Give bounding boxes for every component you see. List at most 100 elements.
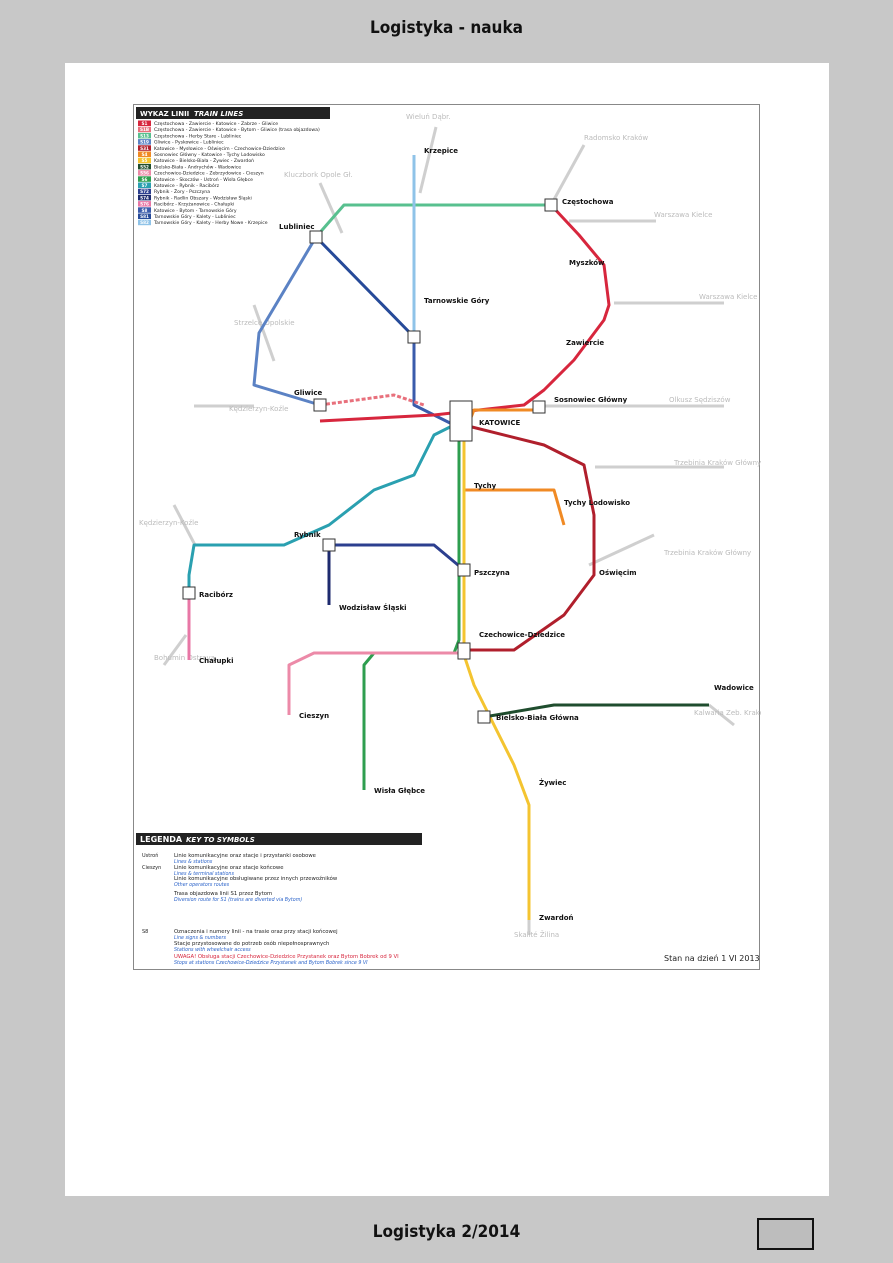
railway-map[interactable]: Wieluń Dąbr. Kluczbork Opole Gł. Radomsk… [133,104,781,971]
station-bielsko [477,710,491,724]
label-wadowice: Wadowice [714,684,754,692]
line-swatch [138,157,151,164]
line-code: S6 [142,177,148,182]
line-s52 [483,703,709,719]
line-swatch [138,126,151,133]
label-gliwice: Gliwice [294,389,323,397]
line-code: S74 [140,195,149,200]
label-oswiecim: Oświęcim [599,569,637,577]
legend-symbols-header [136,833,422,845]
line-code: S19 [140,140,149,145]
line-description: Katowice - Skoczów - Ustroń - Wisła Głęb… [154,176,253,183]
symbol-description: Stacje przystosowane do potrzeb osób nie… [174,940,329,947]
label-chalupki: Chałupki [199,657,234,665]
legend-lines-title-en: TRAIN LINES [194,110,243,118]
line-code: S13 [140,133,149,138]
line-swatch [138,219,151,226]
line-description: Tarnowskie Góry - Kalety - Herby Nowe - … [153,219,268,226]
line-s31 [463,423,596,652]
line-description: Częstochowa - Zawiercie - Katowice - Byt… [154,127,320,133]
hub-markers [182,198,558,724]
gray-label: Olkusz Sędziszów [669,396,731,404]
status-date: Stan na dzień 1 VI 2013 [664,954,760,963]
symbol-description-en: Stops at stations Czechowice-Dziedzice P… [174,960,368,966]
gray-label: Kalwaria Zeb. Kraków Gł. [694,709,761,717]
line-code: S56 [140,171,149,176]
line-swatch [138,120,151,126]
label-krzepice: Krzepice [424,147,458,155]
gray-label: Kędzierzyn-Koźle [139,519,198,527]
line-code: S1B [140,127,149,132]
label-rybnik: Rybnik [294,531,321,539]
line-s56 [287,651,464,715]
label-czechowice: Czechowice-Dziedzice [479,631,565,639]
gray-labels: Wieluń Dąbr. Kluczbork Opole Gł. Radomsk… [139,113,781,939]
symbol-description: Linie komunikacyjne oraz stacje i przyst… [174,853,316,859]
symbol-sample: Cieszyn [142,865,161,871]
line-description: Racibórz - Krzyżanowice - Chałupki [154,201,234,208]
symbol-description: UWAGA! Obsługa stacji Czechowice-Dziedzi… [174,954,399,960]
line-description: Częstochowa - Herby Stare - Lubliniec [154,133,242,139]
line-description: Rybnik - Radlin Obszary - Wodzisław Śląs… [154,194,252,201]
gray-label: Radomsko Kraków [584,134,648,142]
line-code: S82 [140,220,149,225]
gray-label: Bohumin Ostrava [154,654,215,662]
line-code: S1 [142,121,148,126]
line-swatch [138,132,151,139]
legend-line-row: S56 Czechowice-Dziedzice - Zebrzydowice -… [138,170,264,177]
line-swatch [138,145,151,151]
label-zawiercie: Zawiercie [566,339,604,347]
station-tarnowskie-gory [407,330,421,344]
gray-label: Kędzierzyn-Koźle [229,405,288,413]
line-description: Tarnowskie Góry - Kalety - Lubliniec [153,213,236,220]
station-czestochowa [544,198,558,212]
line-swatch [138,207,151,213]
gray-label: Trzebinia Kraków Główny [663,549,751,557]
symbol-description-en: Line signs & numbers [174,935,226,941]
line-s81 [314,235,416,405]
page-number-box [757,1218,814,1250]
legend-symbol-row: Ustroń Linie komunikacyjne oraz stacje i … [142,852,316,865]
line-swatch [138,194,151,201]
map-canvas[interactable]: Wieluń Dąbr. Kluczbork Opole Gł. Radomsk… [134,105,781,971]
line-s19 [252,236,321,407]
legend-line-row: S1B Częstochowa - Zawiercie - Katowice - … [138,126,320,133]
line-code: S8 [142,208,148,213]
line-description: Rybnik - Żory - Pszczyna [154,188,210,195]
legend-line-row: S74 Rybnik - Radlin Obszary - Wodzisław Ś… [138,194,252,201]
gray-label: Warszawa Kielce [654,211,712,219]
line-s7 [187,423,455,595]
station-gliwice [313,398,327,412]
line-code: S31 [140,146,149,151]
line-s1 [319,203,611,423]
line-swatch [138,151,151,157]
line-description: Katowice - Rybnik - Racibórz [154,182,220,189]
symbol-description: Linie komunikacyjne obsługiwane przez in… [174,875,338,882]
line-s1-bytom [319,393,425,407]
line-description: Katowice - Bytom - Tarnowskie Góry [154,207,237,214]
line-swatch [138,170,151,176]
legend-symbol-row: Trasa objazdowa linii S1 przez BytomDive… [173,891,302,903]
symbol-description: Trasa objazdowa linii S1 przez Bytom [173,891,272,897]
legend-symbol-row: Linie komunikacyjne obsługiwane przez in… [174,875,338,888]
line-description: Czechowice-Dziedzice - Zebrzydowice - Ci… [154,171,264,177]
symbol-sample: Ustroń [142,852,158,859]
station-czechowice [457,642,471,660]
line-code: S76 [140,202,149,207]
line-swatch [138,188,151,195]
legend-lines-title: WYKAZ LINII [140,110,189,118]
line-description: Gliwice - Pyskowice - Lubliniec [154,140,224,146]
label-myszkow: Myszków [569,259,605,267]
line-s5 [462,425,531,920]
legend-line-row: S31 Katowice - Mysłowice - Oświęcim - Cze… [138,145,285,152]
label-tychy: Tychy [474,482,497,490]
legend-line-row: S13 Częstochowa - Herby Stare - Lubliniec [138,132,242,139]
label-tarnowskie-gory: Tarnowskie Góry [424,297,490,305]
line-description: Katowice - Mysłowice - Oświęcim - Czecho… [154,145,285,152]
